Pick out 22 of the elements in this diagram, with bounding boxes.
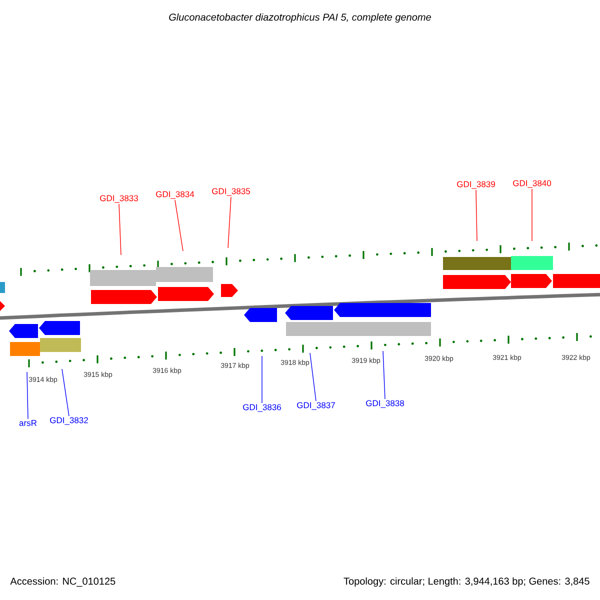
leader-line xyxy=(476,190,478,242)
leader-line xyxy=(382,350,386,400)
gene-label: GDI_3835 xyxy=(212,188,250,196)
leader-line xyxy=(228,196,232,248)
gene-label: GDI_3838 xyxy=(366,400,404,408)
genome-summary: Topology: circular; Length: 3,944,163 bp; Genes: 3,845 xyxy=(344,577,590,587)
gene-label: GDI_3839 xyxy=(457,181,495,189)
gene-label: GDI_3832 xyxy=(50,417,88,425)
leader-line xyxy=(118,204,122,256)
leader-line xyxy=(26,372,28,420)
gene-label: arsR xyxy=(19,420,37,426)
genome-map-drawing xyxy=(0,242,600,368)
leader-line xyxy=(174,200,184,252)
leader-line xyxy=(62,368,70,416)
gene-label: GDI_3840 xyxy=(513,180,552,188)
leader-line xyxy=(310,352,316,402)
gene-label: GDI_3834 xyxy=(156,191,194,199)
gene-label: GDI_3833 xyxy=(100,195,138,203)
title: Gluconacetobacter diazotrophicus PAI 5, complete genome xyxy=(169,13,431,23)
gene-label: GDI_3836 xyxy=(243,404,281,412)
gene-label: GDI_3837 xyxy=(297,402,335,410)
accession-text: Accession: NC_010125 xyxy=(10,577,116,587)
